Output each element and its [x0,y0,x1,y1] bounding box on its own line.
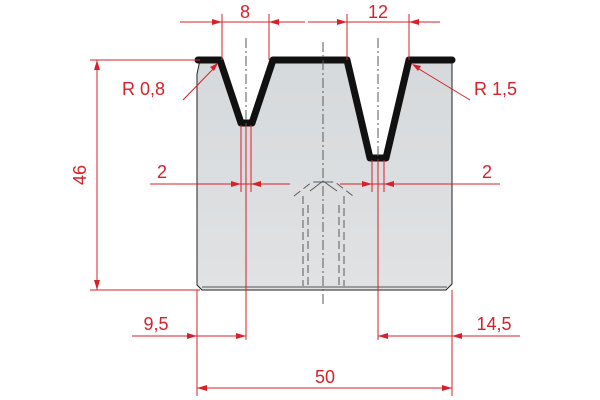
dim-label-14-5: 14,5 [476,314,511,334]
hidden-bore-inner [307,205,340,286]
working-surface-profile [194,56,456,162]
groove-bottom-lines [240,125,385,340]
dimension-left-v-width: 8 [180,2,305,60]
dim-label-2-left: 2 [157,162,167,182]
radius-left-callout: R 0,8 [122,63,218,101]
radius-right-callout: R 1,5 [412,64,517,101]
dimension-height: 46 [70,59,200,291]
dimension-right-v-width: 12 [308,2,440,60]
dim-label-50: 50 [315,367,335,387]
dim-label-12: 12 [368,2,388,22]
dimension-left-groove-bottom: 2 [150,162,290,187]
dim-label-2-right: 2 [482,162,492,182]
dim-label-r08: R 0,8 [122,79,165,99]
dim-label-8: 8 [240,2,250,22]
hidden-features [293,180,354,286]
center-lines [245,38,379,305]
bottom-extension-lines [196,290,453,396]
dim-label-r15: R 1,5 [474,79,517,99]
dimension-right-groove-bottom: 2 [340,162,500,187]
dim-label-9-5: 9,5 [143,314,168,334]
dimension-total-width: 50 [197,367,452,391]
hidden-bore-outer [302,196,345,286]
die-body [194,56,456,291]
die-body-fill [196,59,453,291]
dimension-left-offset: 9,5 [132,314,246,339]
dim-label-46: 46 [70,165,90,185]
dimension-right-offset: 14,5 [378,314,520,339]
